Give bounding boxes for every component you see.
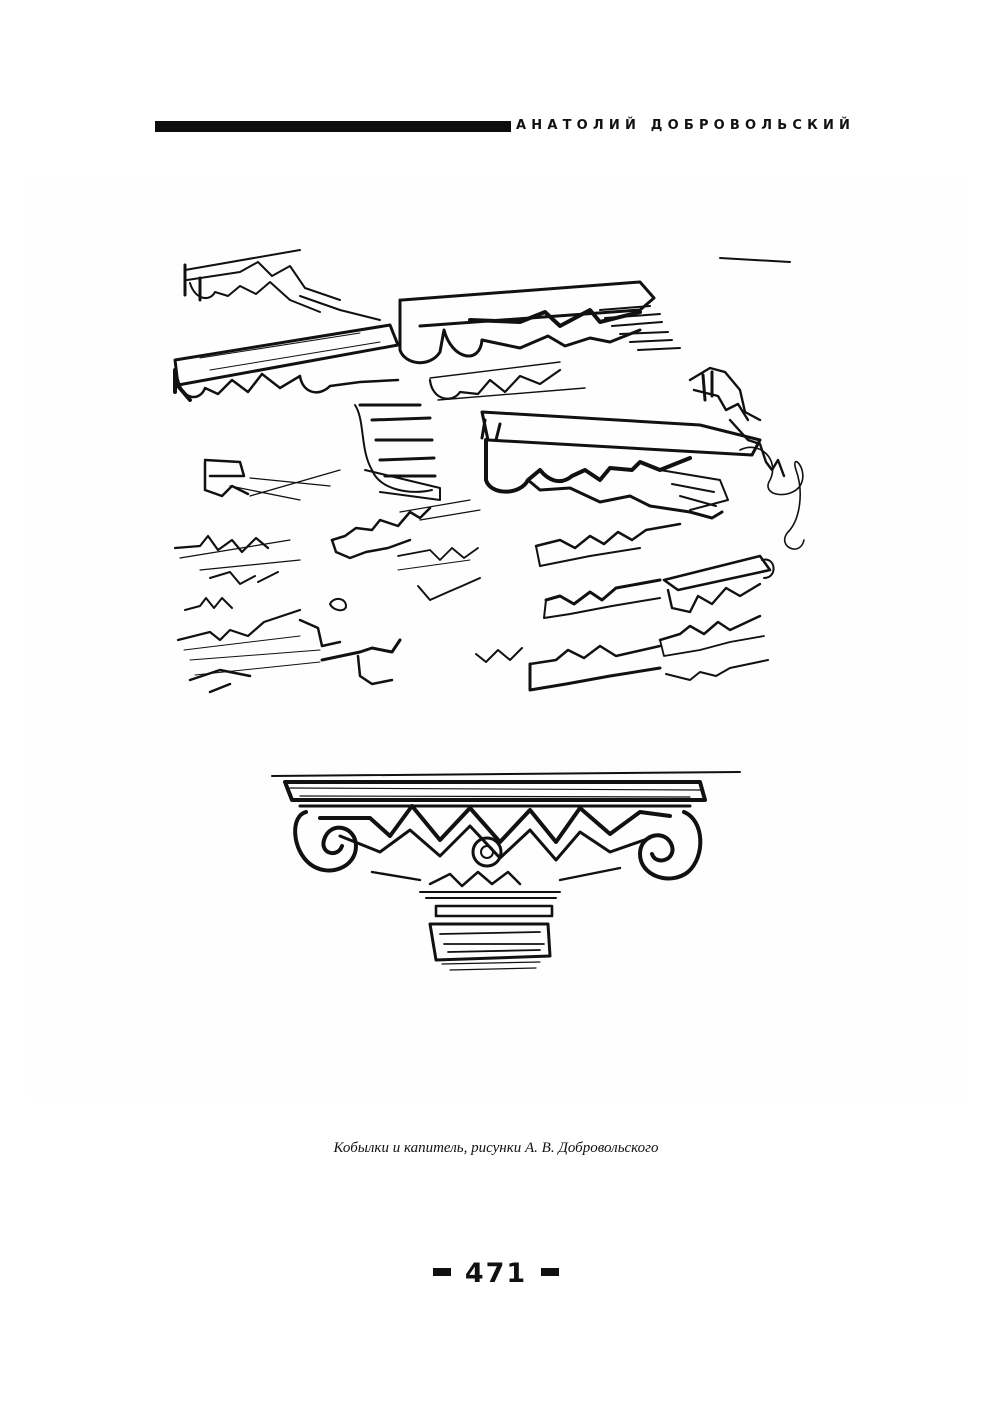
bracket-sketch — [298, 499, 481, 686]
bracket-sketch — [173, 323, 441, 501]
bracket-sketch — [475, 522, 775, 692]
page-number: 471 — [464, 1258, 528, 1289]
bracket-sketch — [480, 410, 805, 550]
bracket-sketch — [688, 366, 786, 478]
bracket-sketch — [173, 534, 321, 694]
capital-sketch — [271, 771, 741, 971]
header-rule — [155, 121, 511, 132]
folio-dash-right — [541, 1267, 560, 1276]
folio-dash-left — [432, 1267, 451, 1276]
bracket-sketch — [203, 458, 341, 501]
bracket-sketch — [183, 249, 381, 321]
running-title: АНАТОЛИЙ ДОБРОВОЛЬСКИЙ — [516, 118, 856, 133]
bracket-sketch — [398, 257, 791, 401]
page-number-block: 471 — [0, 1258, 992, 1289]
figure-caption: Кобылки и капитель, рисунки А. В. Добров… — [333, 1140, 659, 1156]
